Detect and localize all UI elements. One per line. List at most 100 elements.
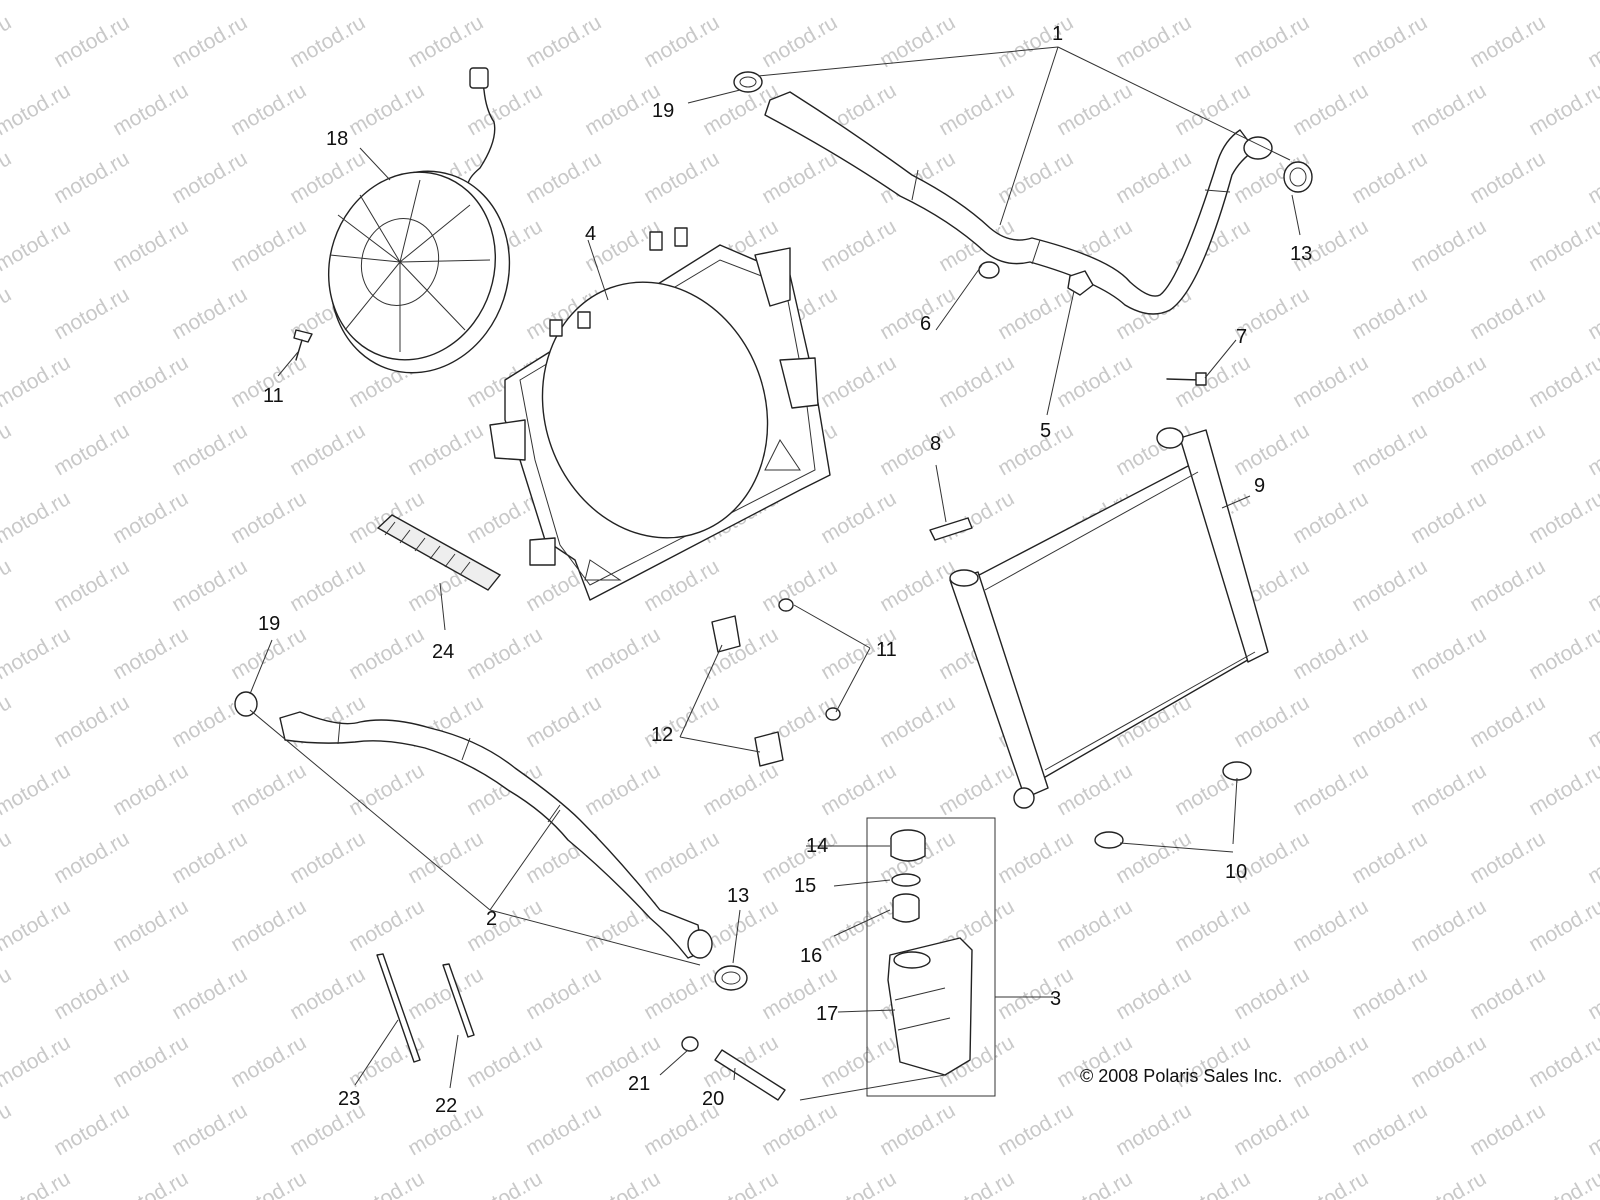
watermark-text: motod.ru xyxy=(817,759,900,820)
lower-coolant-hose xyxy=(279,711,713,959)
callout-13-lower: 13 xyxy=(727,885,749,907)
watermark-text: motod.ru xyxy=(1348,283,1431,344)
watermark-text: motod.ru xyxy=(1525,623,1600,684)
tube-clamp-21 xyxy=(681,1036,699,1052)
callout-8: 8 xyxy=(930,433,941,455)
callout-17: 17 xyxy=(816,1003,838,1025)
watermark-text: motod.ru xyxy=(0,1167,74,1200)
watermark-text: motod.ru xyxy=(1584,1099,1600,1160)
watermark-text: motod.ru xyxy=(345,1167,428,1200)
watermark-text: motod.ru xyxy=(109,895,192,956)
watermark-text: motod.ru xyxy=(0,11,15,72)
reservoir-cap xyxy=(890,829,926,862)
callout-13-upper: 13 xyxy=(1290,243,1312,265)
watermark-text: motod.ru xyxy=(581,759,664,820)
watermark-text: motod.ru xyxy=(1289,0,1372,4)
watermark-text: motod.ru xyxy=(0,827,15,888)
callout-11-fan: 11 xyxy=(263,385,284,407)
callout-11-shroud: 11 xyxy=(876,639,897,661)
fan-shroud xyxy=(489,227,831,601)
watermark-text: motod.ru xyxy=(758,555,841,616)
watermark-text: motod.ru xyxy=(640,11,723,72)
watermark-text: motod.ru xyxy=(463,623,546,684)
hose-clamp-top-left xyxy=(733,71,763,93)
watermark-text: motod.ru xyxy=(758,147,841,208)
watermark-text: motod.ru xyxy=(522,147,605,208)
callout-labels: 1 2 3 4 5 6 7 8 9 10 11 11 12 13 13 14 1… xyxy=(258,23,1312,1117)
watermark-text: motod.ru xyxy=(1466,419,1549,480)
watermark-text: motod.ru xyxy=(1289,1031,1372,1092)
callout-19-lower: 19 xyxy=(258,613,280,635)
watermark-text: motod.ru xyxy=(758,1099,841,1160)
leader-lines xyxy=(249,46,1301,1101)
watermark-text: motod.ru xyxy=(640,827,723,888)
cable-tie-22 xyxy=(442,963,475,1038)
callout-16: 16 xyxy=(800,945,822,967)
callout-12: 12 xyxy=(651,724,673,746)
watermark-text: motod.ru xyxy=(50,1099,133,1160)
watermark-text: motod.ru xyxy=(168,283,251,344)
watermark-text: motod.ru xyxy=(1466,147,1549,208)
watermark-text: motod.ru xyxy=(1171,1167,1254,1200)
reservoir-group-box xyxy=(866,817,996,1097)
watermark-text: motod.ru xyxy=(699,759,782,820)
watermark-text: motod.ru xyxy=(1348,147,1431,208)
watermark-text: motod.ru xyxy=(1407,0,1490,4)
watermark-text: motod.ru xyxy=(0,283,15,344)
watermark-text: motod.ru xyxy=(109,1167,192,1200)
watermark-text: motod.ru xyxy=(1348,419,1431,480)
watermark-text: motod.ru xyxy=(227,895,310,956)
grommet-5 xyxy=(1067,270,1094,296)
watermark-text: motod.ru xyxy=(227,0,310,4)
callout-22: 22 xyxy=(435,1095,457,1117)
protective-sleeve xyxy=(376,514,502,591)
watermark-text: motod.ru xyxy=(1053,1167,1136,1200)
watermark-text: motod.ru xyxy=(50,11,133,72)
watermark-text: motod.ru xyxy=(935,487,1018,548)
watermark-text: motod.ru xyxy=(581,1031,664,1092)
watermark-text: motod.ru xyxy=(0,147,15,208)
watermark-text: motod.ru xyxy=(1584,419,1600,480)
watermark-text: motod.ru xyxy=(109,487,192,548)
watermark-text: motod.ru xyxy=(168,11,251,72)
watermark-text: motod.ru xyxy=(1053,79,1136,140)
watermark-text: motod.ru xyxy=(1289,351,1372,412)
watermark-text: motod.ru xyxy=(227,79,310,140)
hose-clamp-top-right xyxy=(1283,161,1313,193)
watermark-text: motod.ru xyxy=(1053,0,1136,4)
callout-4: 4 xyxy=(585,223,596,245)
watermark-text: motod.ru xyxy=(935,1167,1018,1200)
watermark-text: motod.ru xyxy=(876,691,959,752)
fan-bolt xyxy=(293,329,313,361)
watermark-text: motod.ru xyxy=(817,215,900,276)
callout-7: 7 xyxy=(1236,326,1247,348)
callout-18: 18 xyxy=(326,128,348,150)
watermark-text: motod.ru xyxy=(109,215,192,276)
watermark-text: motod.ru xyxy=(286,419,369,480)
watermark-text: motod.ru xyxy=(0,895,74,956)
watermark-text: motod.ru xyxy=(1171,351,1254,412)
callout-24: 24 xyxy=(432,641,454,663)
watermark-text: motod.ru xyxy=(227,759,310,820)
upper-coolant-hose xyxy=(764,91,1273,315)
bolt-11-top xyxy=(778,598,794,612)
bolt-7 xyxy=(1166,372,1207,386)
watermark-text: motod.ru xyxy=(0,759,74,820)
bolt-11-bottom xyxy=(825,707,841,721)
callout-19-upper: 19 xyxy=(652,100,674,122)
hose-clamp-bottom-left xyxy=(234,691,258,717)
watermark-text: motod.ru xyxy=(1348,963,1431,1024)
watermark-text: motod.ru xyxy=(168,827,251,888)
isolator-upper xyxy=(711,615,741,653)
callout-14: 14 xyxy=(806,835,828,857)
watermark-text: motod.ru xyxy=(1112,11,1195,72)
watermark-text: motod.ru xyxy=(168,555,251,616)
reservoir-tank xyxy=(887,937,973,1076)
watermark-text: motod.ru xyxy=(1525,79,1600,140)
callout-6: 6 xyxy=(920,313,931,335)
watermark-text: motod.ru xyxy=(345,623,428,684)
watermark-text: motod.ru xyxy=(876,1099,959,1160)
watermark-text: motod.ru xyxy=(1466,963,1549,1024)
watermark-text: motod.ru xyxy=(109,1031,192,1092)
